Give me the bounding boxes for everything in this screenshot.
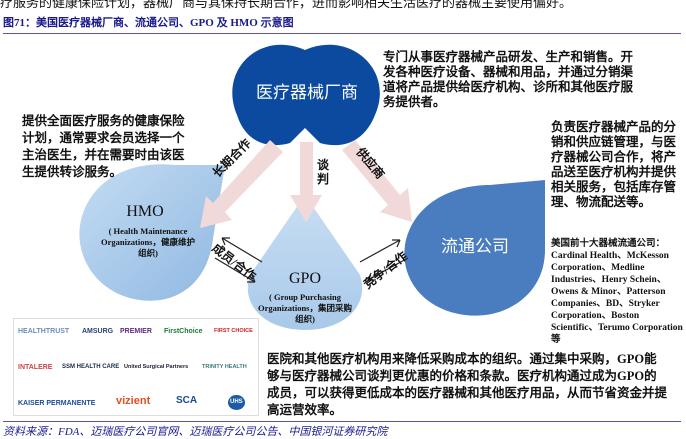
label-negotiate: 谈判 (317, 158, 330, 186)
arrow-member (214, 237, 263, 283)
arrow-negotiate (290, 142, 322, 222)
logo-vizient: vizient (116, 395, 151, 407)
distributor-shape (404, 180, 545, 316)
top-cut-text: 疗服务的健康保险计划，器械厂商与其保持长期合作，进而影响相关生活医疗的器械主要使… (0, 0, 573, 10)
logo-uhs: UHS (228, 395, 245, 410)
logo-kaiser: KAISER PERMANENTE (18, 400, 96, 407)
gpo-description: 医院和其他医疗机构用来降低采购成本的组织。通过集中采购，GPO能够与医疗器械公司… (267, 352, 668, 417)
divider (3, 421, 681, 422)
hmo-description: 提供全面医疗服务的健康保险计划，通常要求会员选择一个主治医生，并在需要时由该医生… (22, 114, 185, 179)
figure-title: 图71：美国医疗器械厂商、流通公司、GPO 及 HMO 示意图 (3, 17, 294, 29)
logo-first-choice-emergency: FIRST CHOICE (214, 328, 253, 334)
logo-amsurg: AMSURG (82, 328, 114, 335)
hmo-shape (79, 164, 225, 301)
logo-firstchoice: FirstChoice (164, 328, 203, 335)
arrow-supplier (342, 140, 412, 222)
logo-trinity: TRINITY HEALTH (202, 364, 247, 370)
gpo-label: GPO (288, 270, 321, 287)
arrow-long-term (200, 140, 283, 228)
divider (3, 33, 681, 34)
manufacturer-description: 专门从事医疗器械产品研发、生产和销售。开发各种医疗设备、器械和用品，并通过分销渠… (383, 50, 634, 109)
logo-sca: SCA (176, 395, 198, 406)
arrows (200, 140, 412, 228)
manufacturer-shape (232, 44, 380, 146)
manufacturer-label: 医疗器械厂商 (256, 83, 358, 102)
gpo-shape (247, 195, 363, 330)
distributor-list: 美国前十大器械流通公司：Cardinal Health、McKesson Cor… (551, 239, 683, 345)
distributor-description: 负责医疗器械产品的分销和供应链管理，与医疗器械公司合作，将产品送至医疗机构并提供… (551, 120, 677, 209)
logo-ssm: SSM HEALTH CARE (62, 364, 120, 370)
logo-healthtrust: HEALTHTRUST (18, 328, 70, 335)
arrow-compete (359, 239, 409, 281)
hmo-sublabel: ( Health Maintenance Organizations，健康维护组… (101, 226, 195, 258)
logo-premier: PREMIER (120, 328, 152, 335)
distributor-label: 流通公司 (441, 237, 509, 256)
double-arrows (214, 237, 409, 283)
logo-intalere: INTALERE (18, 364, 53, 371)
logo-usp: United Surgical Partners (124, 364, 189, 370)
hmo-label: HMO (126, 203, 164, 220)
gpo-sublabel: ( Group Purchasing Organizations，集团采购组织) (258, 292, 352, 324)
source-note: 资料来源：FDA、迈瑞医疗公司官网、迈瑞医疗公司公告、中国银河证券研究院 (3, 426, 388, 438)
gpo-logos-panel: HEALTHTRUST AMSURG PREMIER FirstChoice F… (13, 318, 259, 416)
